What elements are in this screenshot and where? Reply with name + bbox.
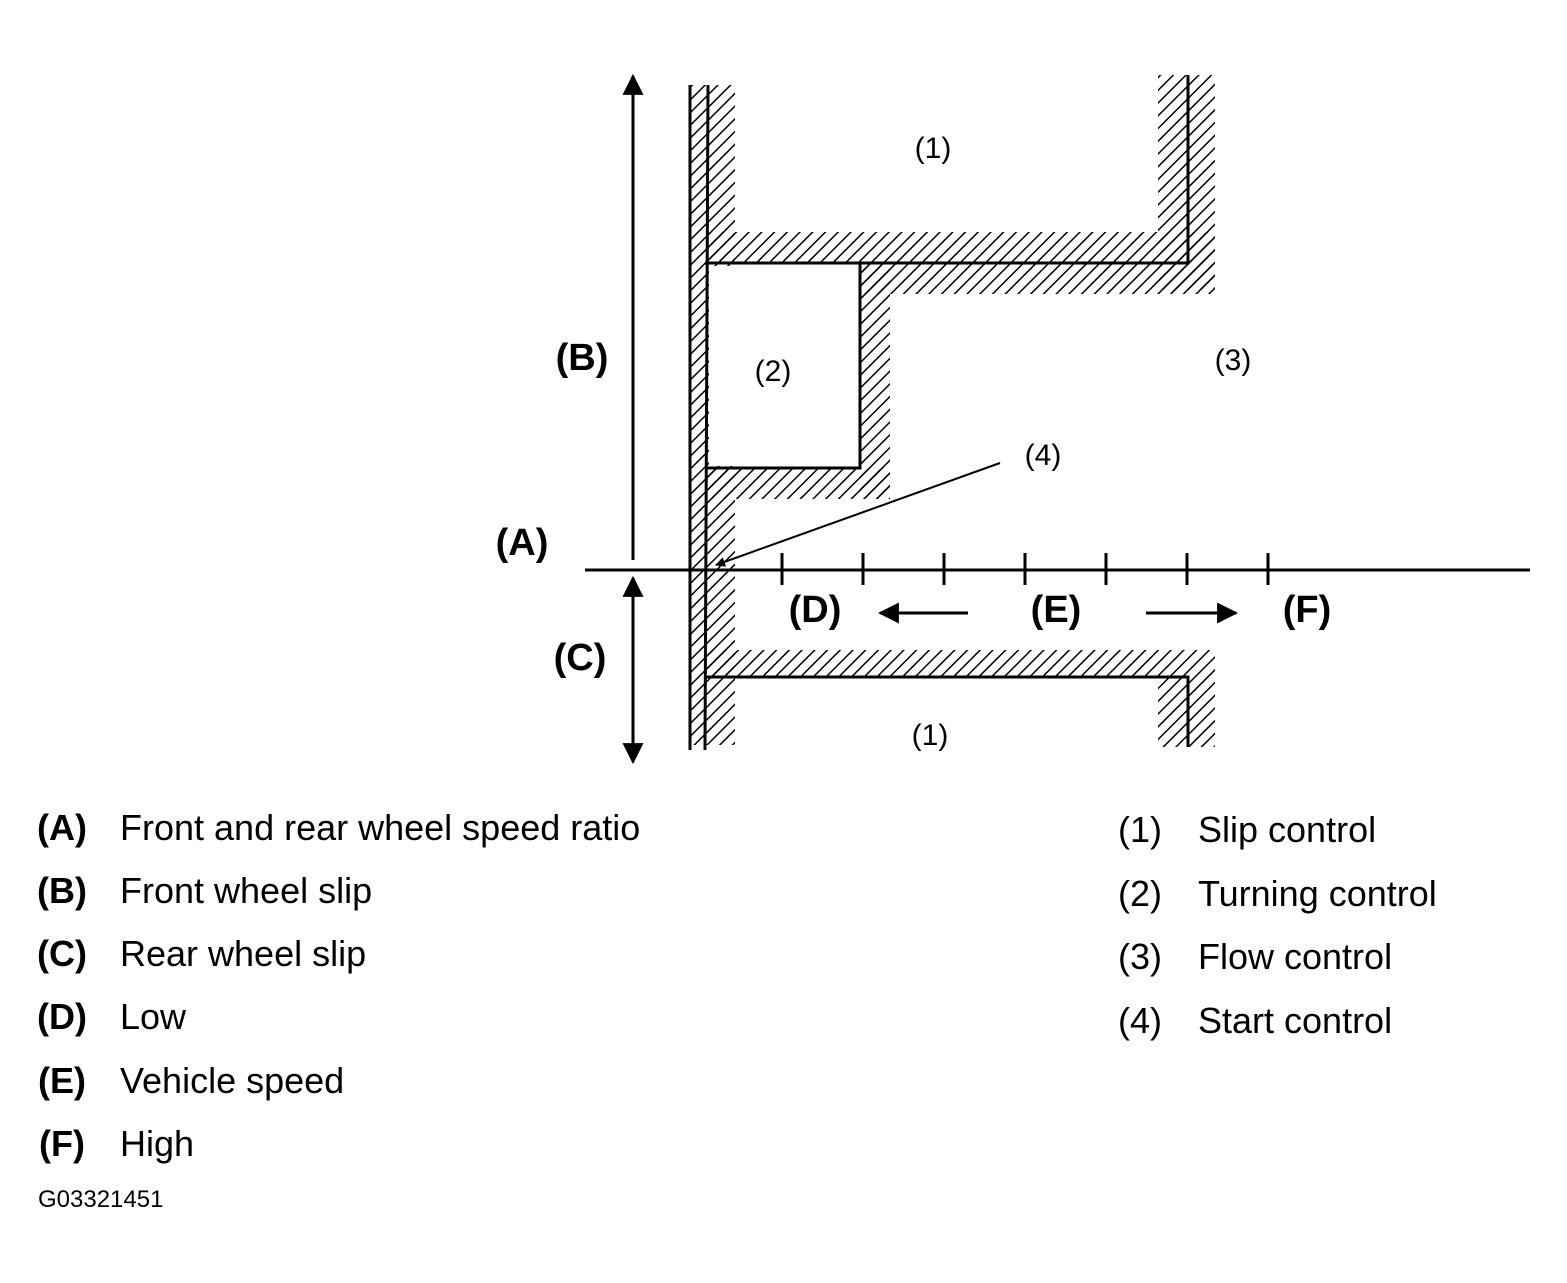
svg-text:(3): (3) [1118, 936, 1162, 977]
region-slip-bottom: (1) [912, 719, 949, 752]
region-slip-top: (1) [915, 132, 952, 165]
svg-text:(F): (F) [39, 1123, 85, 1164]
label-a: (A) [496, 522, 549, 564]
svg-text:Low: Low [120, 996, 187, 1037]
legend-item-a: (A) Front and rear wheel speed ratio [37, 807, 640, 848]
legend-item-f: (F) High [39, 1123, 194, 1164]
hatched-boundaries [690, 75, 1215, 750]
label-d: (D) [789, 589, 842, 631]
start-control-leader [715, 462, 1001, 567]
svg-text:Front and rear wheel speed rat: Front and rear wheel speed ratio [120, 807, 640, 848]
svg-text:(D): (D) [37, 996, 87, 1037]
svg-text:(1): (1) [1118, 809, 1162, 850]
region-flow: (3) [1215, 344, 1252, 377]
legend-item-2: (2) Turning control [1118, 873, 1437, 914]
legend-right: (1) Slip control (2) Turning control (3) Fl… [1118, 809, 1437, 1041]
legend-item-3: (3) Flow control [1118, 936, 1392, 977]
legend-item-4: (4) Start control [1118, 1000, 1392, 1041]
label-b: (B) [556, 337, 609, 379]
region-turning: (2) [755, 355, 792, 388]
label-f: (F) [1283, 589, 1332, 631]
legend-item-b: (B) Front wheel slip [37, 870, 372, 911]
svg-text:(4): (4) [1118, 1000, 1162, 1041]
figure-code: G03321451 [38, 1186, 163, 1213]
svg-text:(C): (C) [37, 933, 87, 974]
svg-text:(B): (B) [37, 870, 87, 911]
svg-text:(2): (2) [1118, 873, 1162, 914]
legend-item-c: (C) Rear wheel slip [37, 933, 366, 974]
svg-text:Flow control: Flow control [1198, 936, 1392, 977]
svg-text:Start control: Start control [1198, 1000, 1392, 1041]
axis-ticks [780, 553, 1270, 585]
legend-left: (A) Front and rear wheel speed ratio (B) F… [37, 807, 640, 1164]
legend-item-e: (E) Vehicle speed [38, 1060, 344, 1101]
svg-text:(A): (A) [37, 807, 87, 848]
svg-text:Vehicle speed: Vehicle speed [120, 1060, 344, 1101]
svg-text:Front wheel slip: Front wheel slip [120, 870, 372, 911]
svg-text:High: High [120, 1123, 194, 1164]
svg-text:Slip control: Slip control [1198, 809, 1376, 850]
label-c: (C) [554, 637, 607, 679]
svg-text:Rear wheel slip: Rear wheel slip [120, 933, 366, 974]
label-e: (E) [1031, 589, 1082, 631]
svg-text:(E): (E) [38, 1060, 86, 1101]
legend-item-d: (D) Low [37, 996, 187, 1037]
boundary-lines [688, 75, 1190, 751]
legend-item-1: (1) Slip control [1118, 809, 1376, 850]
svg-text:Turning control: Turning control [1198, 873, 1437, 914]
region-start: (4) [1025, 439, 1062, 472]
